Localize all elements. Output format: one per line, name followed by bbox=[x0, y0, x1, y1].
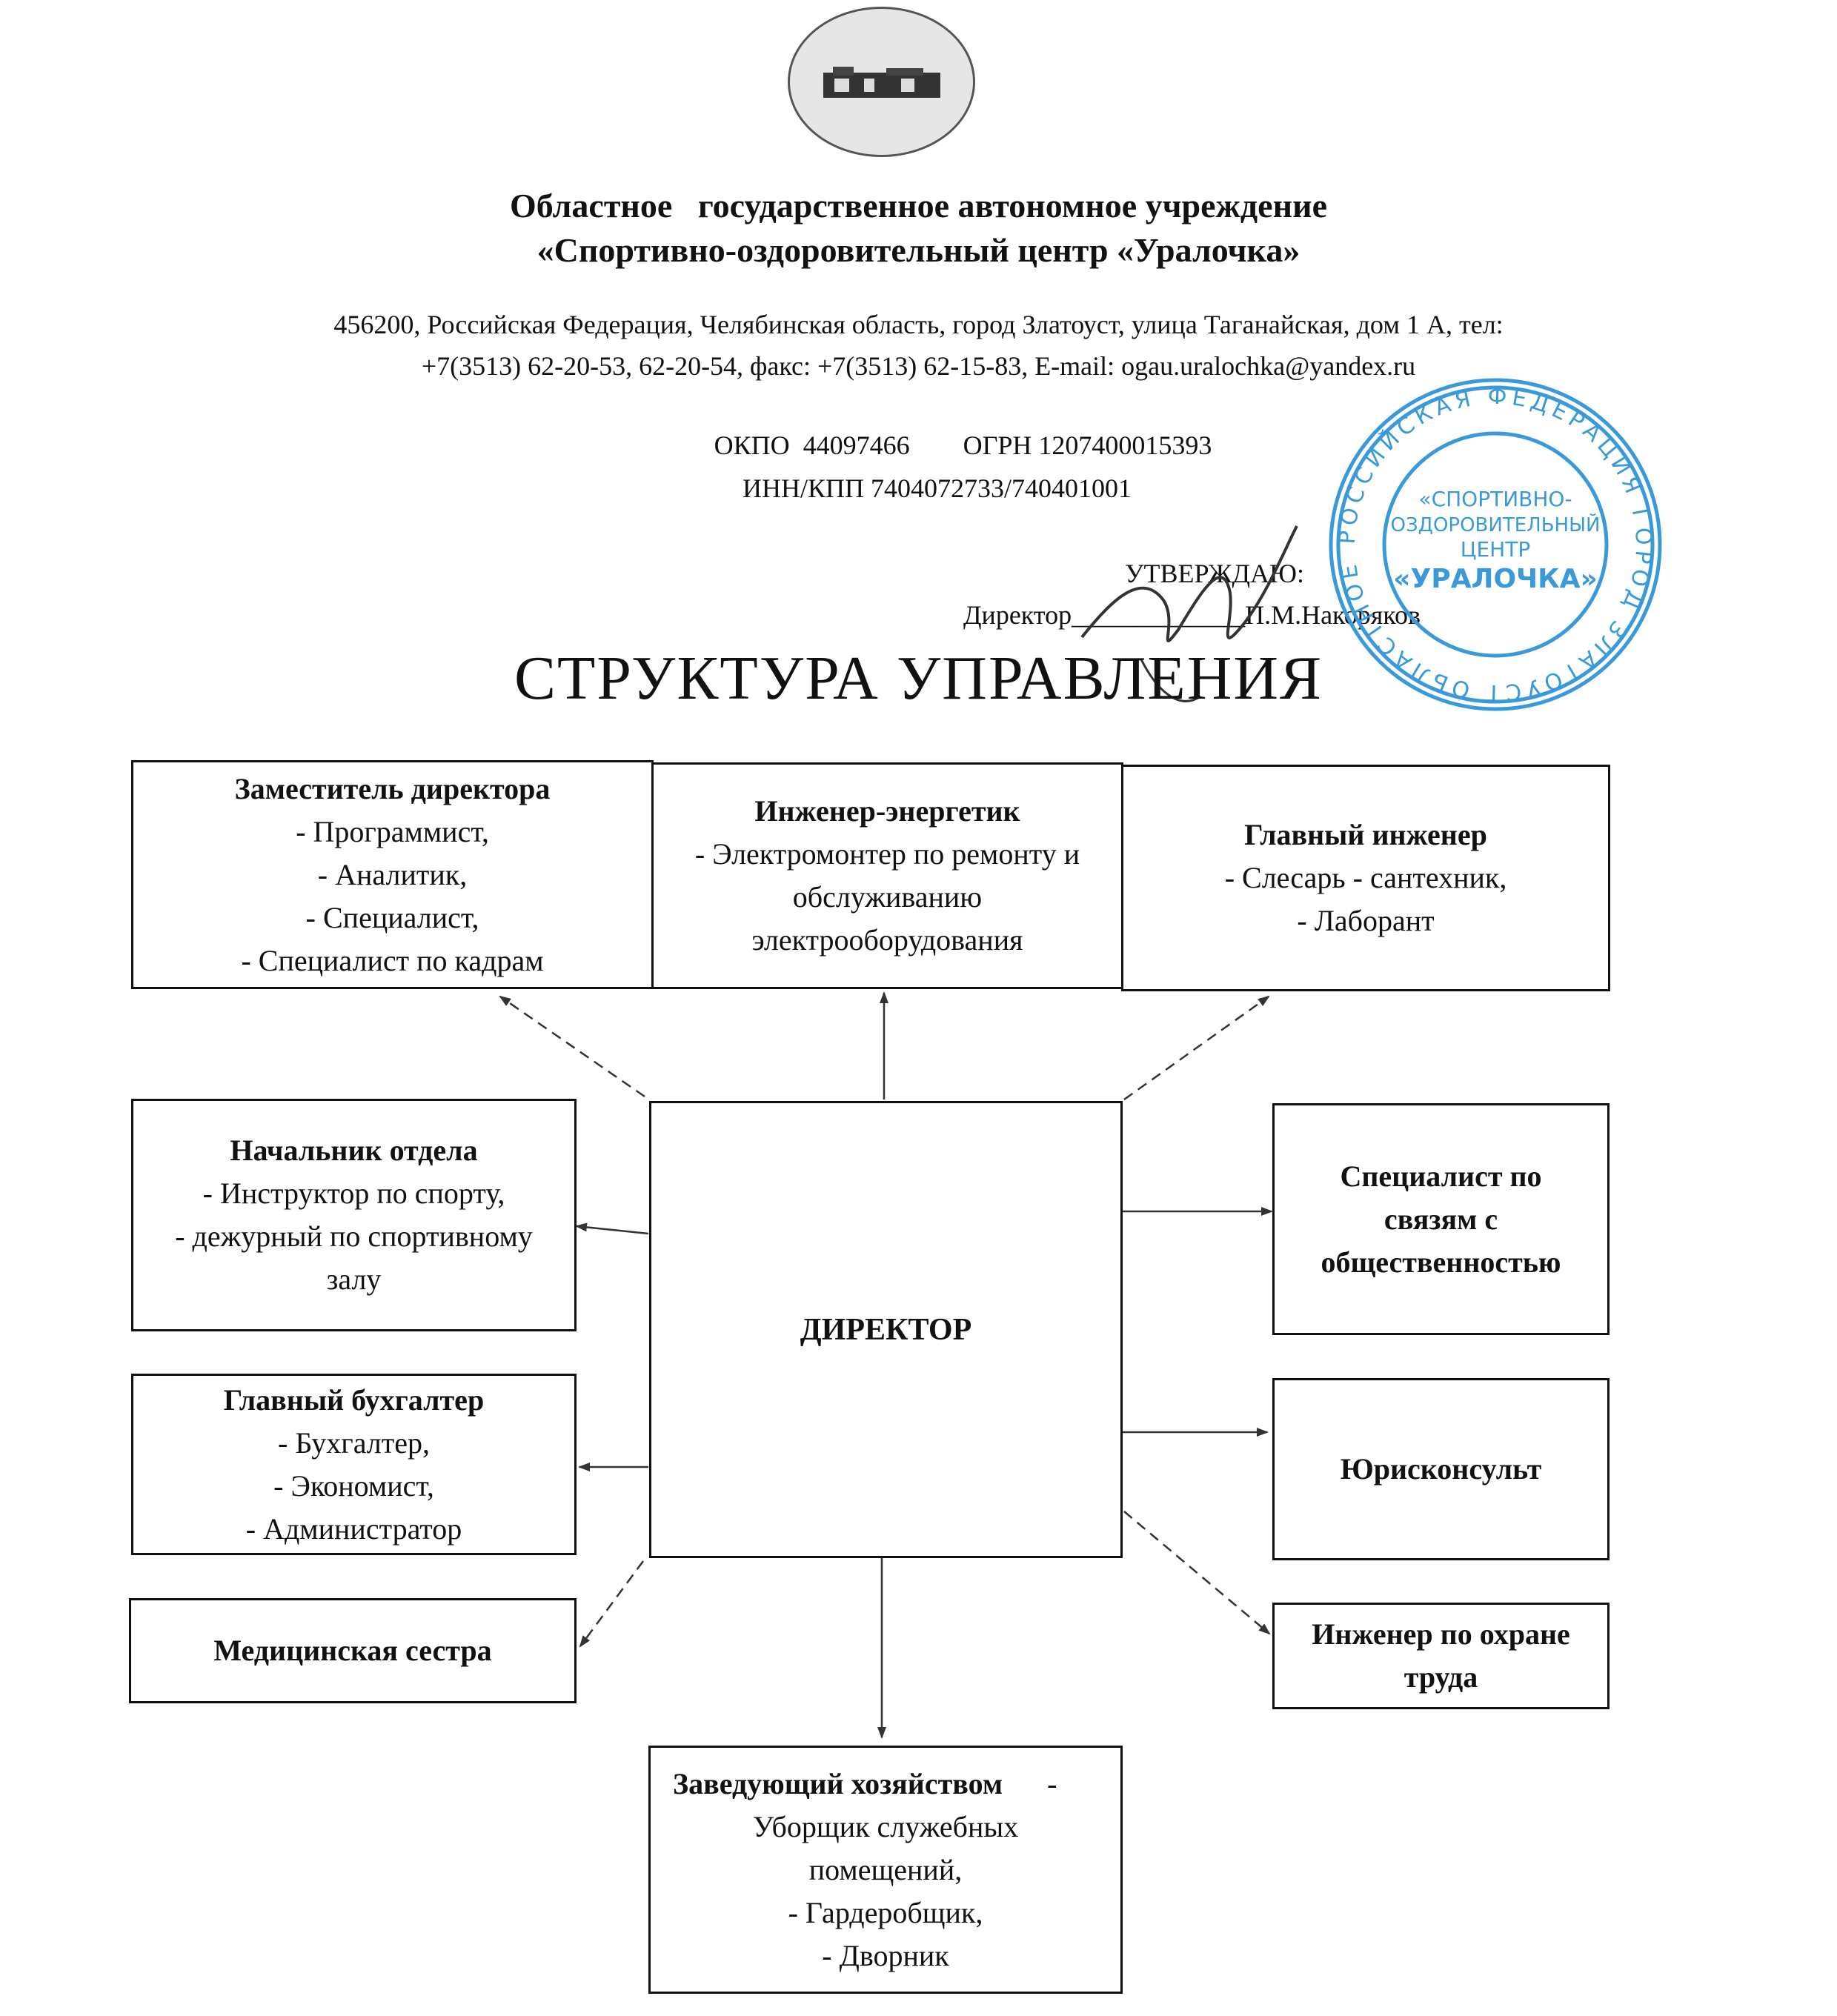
arrow-to-nurse bbox=[579, 1560, 645, 1648]
organization-name: Областное государственное автономное учр… bbox=[0, 184, 1837, 273]
department-head-item-3: залу bbox=[326, 1263, 382, 1296]
organization-name-line-1: Областное государственное автономное учр… bbox=[509, 187, 1328, 224]
deputy-item-4: - Специалист по кадрам bbox=[241, 943, 544, 977]
housekeeping-item-2: помещений, bbox=[808, 1852, 963, 1886]
stamp-center-line-3: ЦЕНТР bbox=[1461, 537, 1530, 562]
box-chief-engineer: Главный инженер - Слесарь - сантехник, -… bbox=[1121, 765, 1610, 991]
director-title: ДИРЕКТОР bbox=[800, 1312, 972, 1347]
box-chief-accountant: Главный бухгалтер - Бухгалтер, - Экономи… bbox=[131, 1374, 577, 1555]
chief-engineer-title: Главный инженер bbox=[1244, 818, 1487, 851]
director-signature bbox=[1080, 525, 1298, 702]
housekeeping-title-row: Заведующий хозяйством - bbox=[658, 1763, 1113, 1806]
chief-accountant-item-2: - Экономист, bbox=[273, 1468, 434, 1503]
stamp-center-line-4: «УРАЛОЧКА» bbox=[1393, 564, 1597, 594]
chief-accountant-title: Главный бухгалтер bbox=[223, 1383, 485, 1417]
deputy-item-3: - Специалист, bbox=[305, 900, 479, 934]
power-engineer-item-1: - Электромонтер по ремонту и bbox=[694, 837, 1080, 871]
power-engineer-item-2: обслуживанию bbox=[792, 880, 983, 914]
box-lawyer: Юрисконсульт bbox=[1272, 1378, 1610, 1560]
stamp-center-line-2: ОЗДОРОВИТЕЛЬНЫЙ bbox=[1391, 513, 1601, 536]
arrow-to-safety-engineer bbox=[1123, 1511, 1271, 1635]
pr-specialist-line-2: связям с bbox=[1383, 1202, 1498, 1236]
stamp-center-line-1: «СПОРТИВНО- bbox=[1418, 487, 1572, 511]
nurse-title: Медицинская сестра bbox=[213, 1634, 492, 1667]
pr-specialist-line-3: общественностью bbox=[1321, 1245, 1561, 1279]
box-safety-engineer: Инженер по охране труда bbox=[1272, 1603, 1610, 1709]
deputy-item-1: - Программист, bbox=[296, 814, 489, 848]
box-deputy-director: Заместитель директора - Программист, - А… bbox=[131, 760, 654, 989]
housekeeping-title-dash: - bbox=[1047, 1766, 1057, 1800]
chief-engineer-item-2: - Лаборант bbox=[1297, 904, 1435, 937]
organization-address: 456200, Российская Федерация, Челябинска… bbox=[0, 304, 1837, 387]
box-power-engineer: Инженер-энергетик - Электромонтер по рем… bbox=[651, 762, 1123, 989]
chief-accountant-item-1: - Бухгалтер, bbox=[278, 1425, 430, 1460]
box-director: ДИРЕКТОР bbox=[649, 1101, 1123, 1558]
housekeeping-title: Заведующий хозяйством bbox=[673, 1766, 1003, 1800]
codes-line-2: ИНН/КПП 7404072733/740401001 bbox=[742, 473, 1132, 503]
lawyer-title: Юрисконсульт bbox=[1340, 1452, 1542, 1486]
department-head-title: Начальник отдела bbox=[230, 1134, 478, 1167]
page-title: СТРУКТУРА УПРАВЛЕНИЯ bbox=[514, 644, 1323, 713]
housekeeping-item-1: Уборщик служебных bbox=[752, 1809, 1019, 1843]
arrow-to-chief-engineer bbox=[1123, 995, 1270, 1101]
chief-engineer-item-1: - Слесарь - сантехник, bbox=[1224, 861, 1507, 894]
department-head-item-2: - дежурный по спортивному bbox=[175, 1220, 533, 1253]
housekeeping-item-4: - Дворник bbox=[822, 1938, 949, 1972]
chief-accountant-item-3: - Администратор bbox=[245, 1511, 462, 1546]
safety-engineer-line-2: труда bbox=[1404, 1660, 1478, 1694]
address-line-2: +7(3513) 62-20-53, 62-20-54, факс: +7(35… bbox=[421, 351, 1416, 381]
box-pr-specialist: Специалист по связям с общественностью bbox=[1272, 1103, 1610, 1335]
safety-engineer-line-1: Инженер по охране bbox=[1312, 1617, 1570, 1651]
organization-stamp: РОССИЙСКАЯ ФЕДЕРАЦИЯ ГОРОД ЗЛАТОУСТ ОБЛА… bbox=[1318, 374, 1662, 711]
organization-name-line-2: «Спортивно-оздоровительный центр «Уралоч… bbox=[537, 231, 1300, 269]
organization-logo bbox=[788, 7, 975, 157]
arrow-to-deputy bbox=[499, 995, 645, 1098]
registration-codes: ОКПО 44097466 ОГРН 1207400015393 ИНН/КПП… bbox=[0, 424, 1837, 510]
address-line-1: 456200, Российская Федерация, Челябинска… bbox=[333, 310, 1504, 339]
power-engineer-item-3: электрооборудования bbox=[751, 923, 1023, 957]
deputy-item-2: - Аналитик, bbox=[317, 857, 468, 891]
deputy-director-title: Заместитель директора bbox=[234, 771, 551, 805]
box-nurse: Медицинская сестра bbox=[129, 1598, 577, 1703]
box-department-head: Начальник отдела - Инструктор по спорту,… bbox=[131, 1099, 577, 1331]
arrow-to-dept-head bbox=[575, 1222, 649, 1235]
pr-specialist-line-1: Специалист по bbox=[1340, 1159, 1542, 1193]
logo-building-graphic bbox=[823, 67, 940, 98]
box-housekeeping-manager: Заведующий хозяйством - Уборщик служебных… bbox=[648, 1746, 1123, 1994]
codes-line-1: ОКПО 44097466 ОГРН 1207400015393 bbox=[714, 430, 1212, 460]
power-engineer-title: Инженер-энергетик bbox=[754, 794, 1020, 828]
department-head-item-1: - Инструктор по спорту, bbox=[202, 1177, 505, 1210]
housekeeping-item-3: - Гардеробщик, bbox=[788, 1895, 983, 1929]
